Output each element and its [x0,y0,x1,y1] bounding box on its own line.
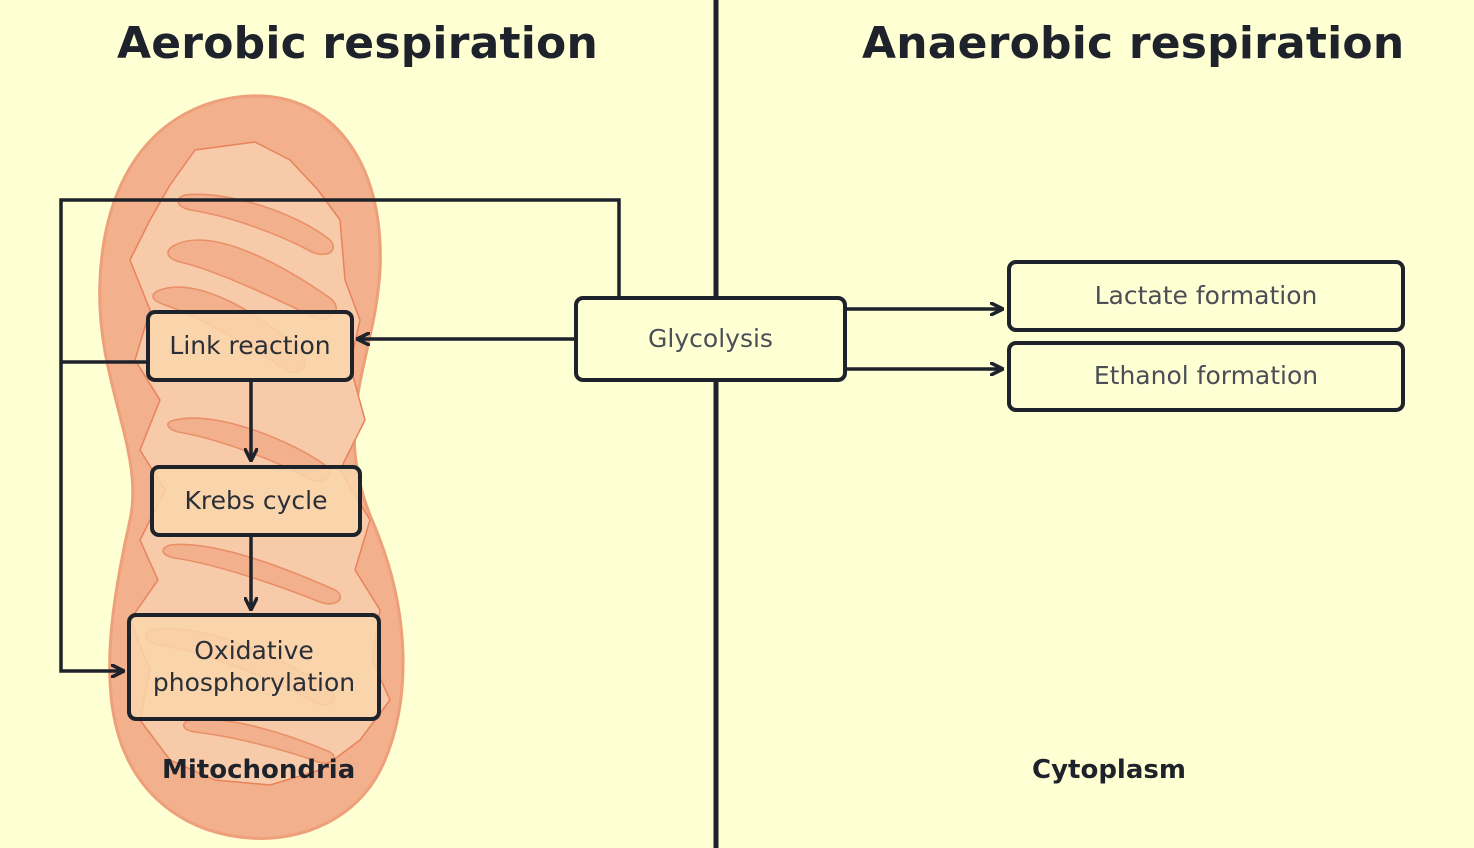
aerobic-heading: Aerobic respiration [117,18,598,69]
oxidative-label-line2: phosphorylation [152,668,356,697]
mitochondria-label: Mitochondria [162,755,356,785]
krebs-cycle-box: Krebs cycle [150,465,362,537]
krebs-cycle-label: Krebs cycle [184,485,328,515]
lactate-formation-box: Lactate formation [1007,260,1405,332]
lactate-formation-label: Lactate formation [1094,280,1318,310]
oxidative-phosphorylation-box: Oxidative phosphorylation [127,613,381,721]
ethanol-formation-box: Ethanol formation [1007,341,1405,412]
glycolysis-box: Glycolysis [574,296,847,382]
arrow-glycolysis-to-oxphos [59,198,621,671]
glycolysis-label: Glycolysis [648,323,773,353]
oxidative-label-line1: Oxidative [194,635,314,665]
link-reaction-box: Link reaction [146,310,354,382]
connectors [59,198,1003,671]
ethanol-formation-label: Ethanol formation [1093,361,1319,391]
link-reaction-label: Link reaction [169,330,331,360]
anaerobic-heading: Anaerobic respiration [862,18,1405,69]
cytoplasm-label: Cytoplasm [1032,755,1186,785]
